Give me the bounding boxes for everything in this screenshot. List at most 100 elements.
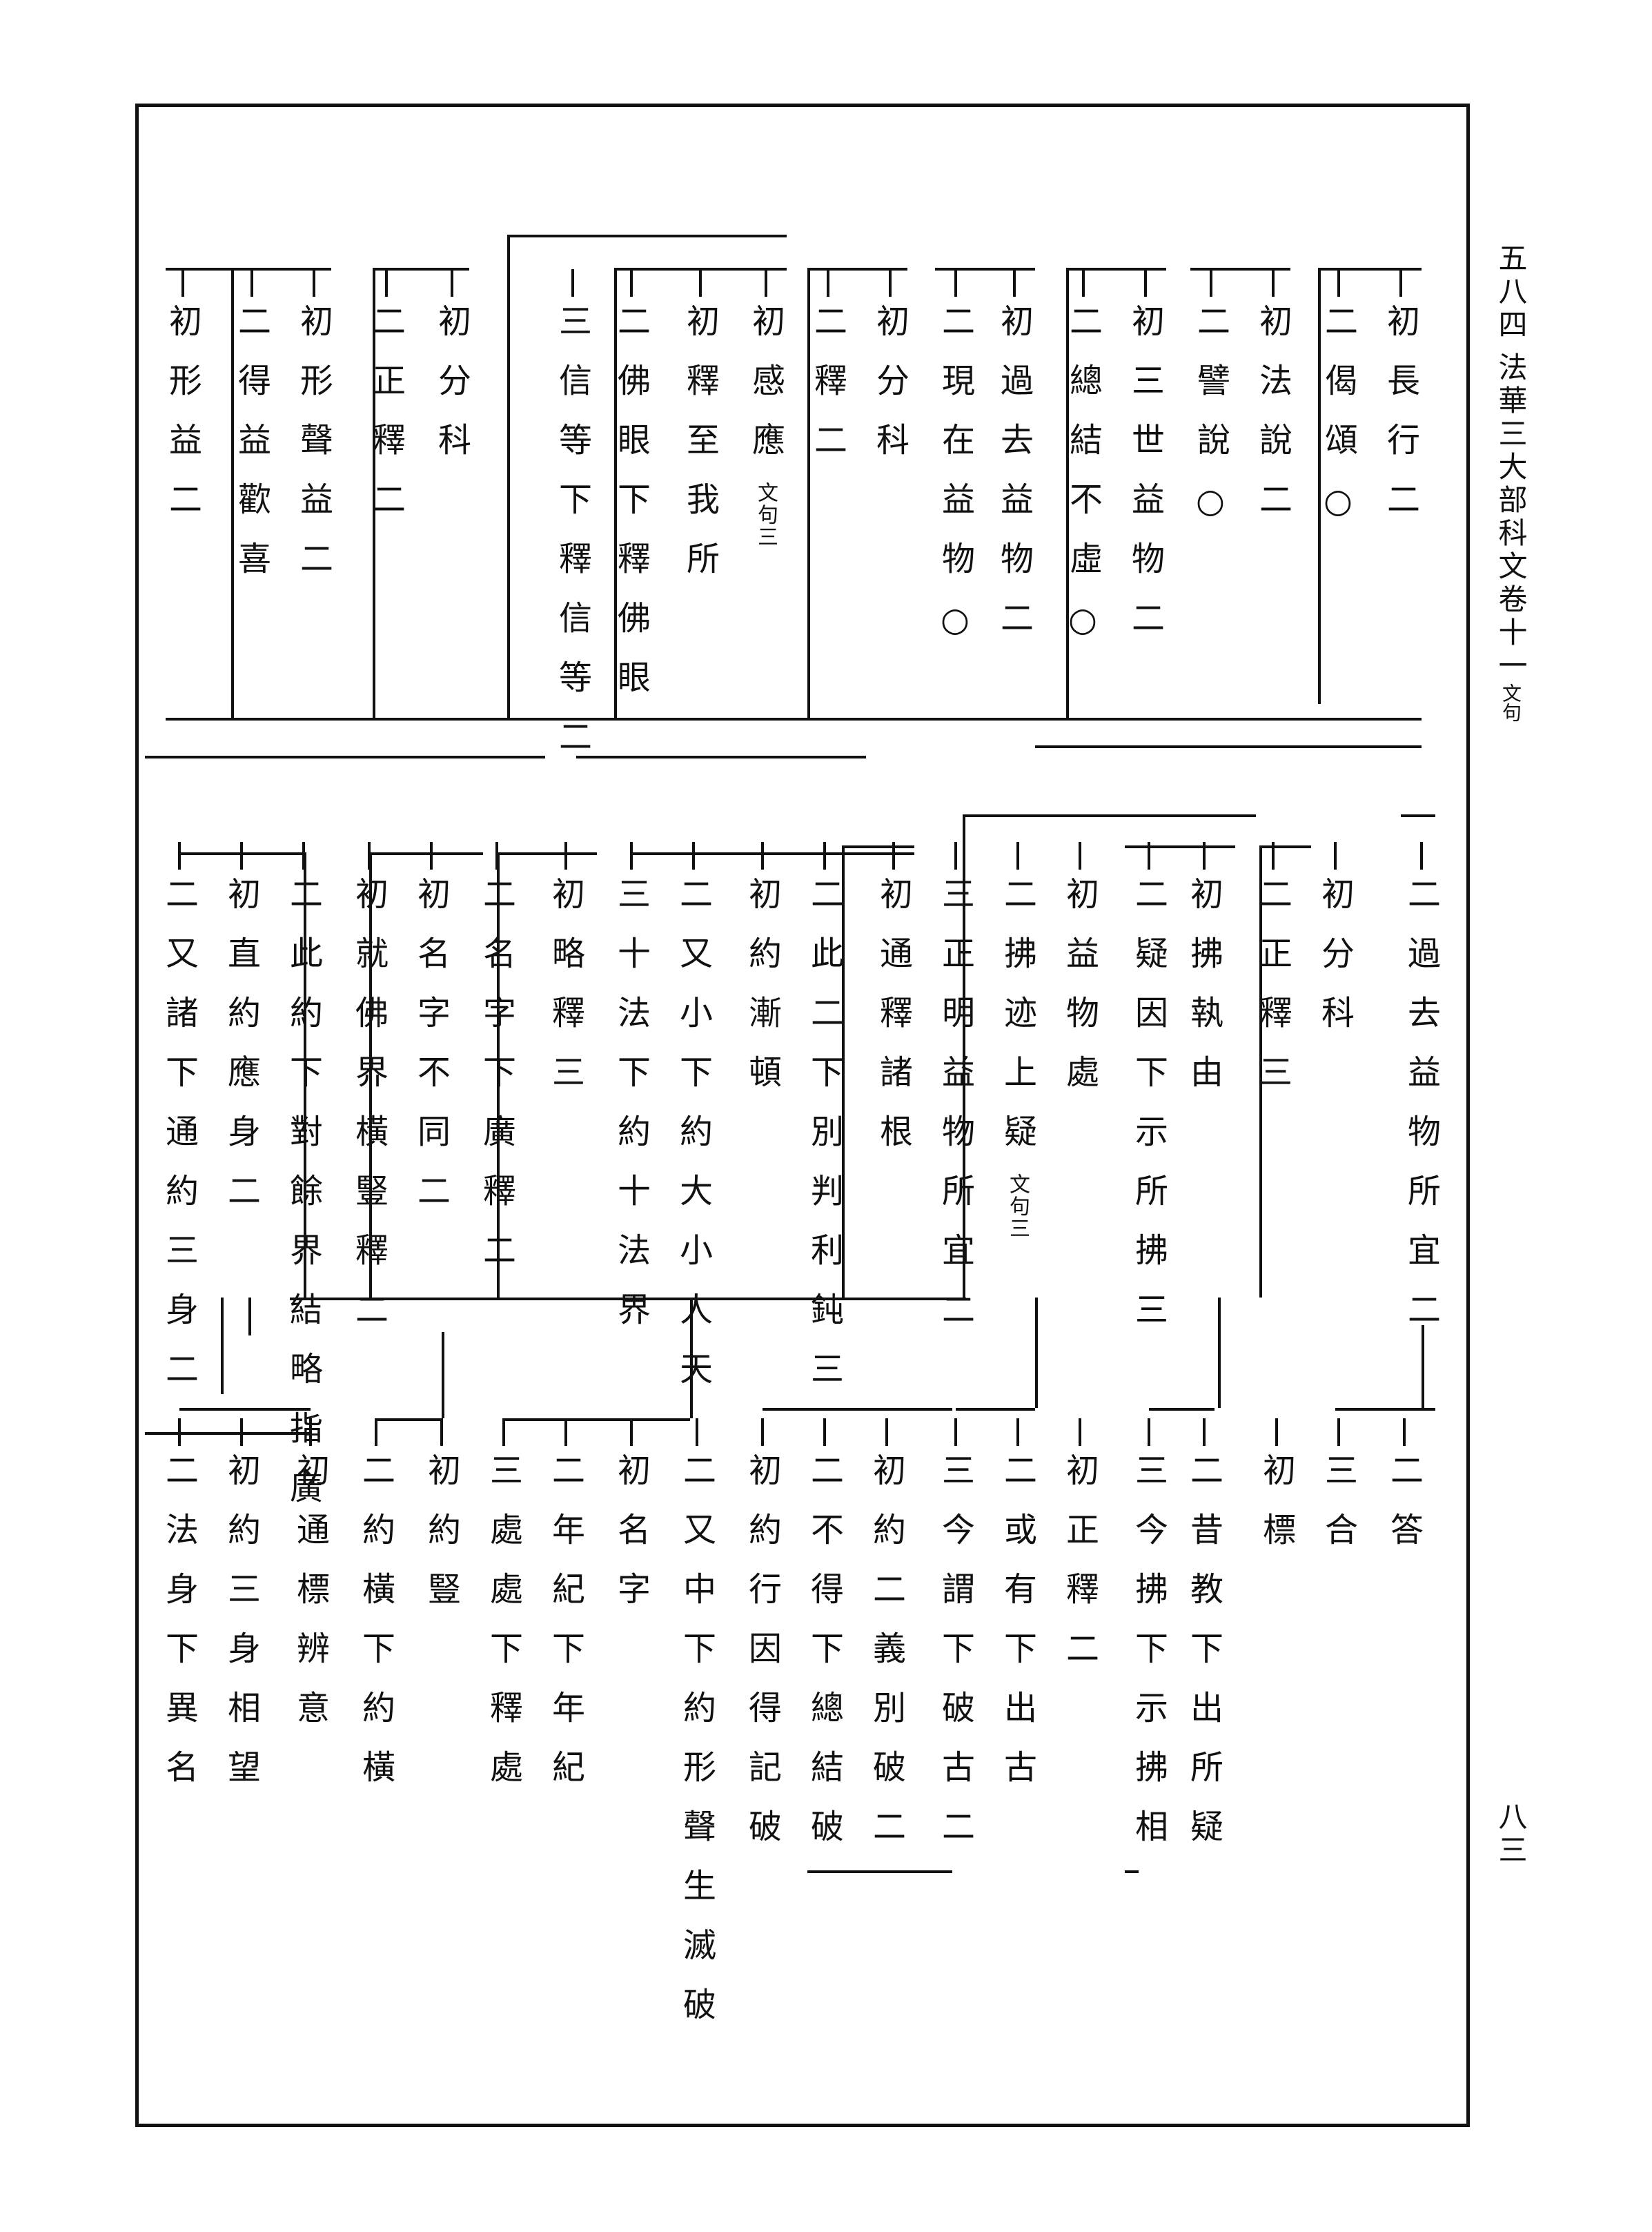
bracket-stem — [373, 268, 375, 718]
tree-tick — [1016, 842, 1019, 870]
bracket-line — [956, 1408, 1035, 1411]
bracket-line — [179, 1408, 311, 1411]
band2-node: 初約漸頓 — [743, 877, 781, 1114]
node-text: 二又小下約大小人天 — [673, 877, 712, 1411]
tree-tick — [1275, 1418, 1278, 1446]
bracket-line — [231, 268, 331, 271]
tree-tick — [696, 1418, 698, 1446]
tree-tick — [1082, 269, 1085, 297]
bracket-line — [631, 852, 914, 855]
node-text: 初就佛界橫豎釋二 — [349, 877, 388, 1351]
tree-tick — [240, 842, 243, 870]
node-text: 二過去益物所宜二 — [1402, 877, 1440, 1351]
node-text: 二昔教下出所疑 — [1184, 1453, 1223, 1868]
tree-tick — [250, 269, 253, 297]
band2-node: 二此二下別判利鈍三 — [805, 877, 843, 1411]
bracket-line — [935, 268, 1035, 271]
node-text: 初法說二 — [1253, 304, 1292, 541]
node-text: 初標 — [1257, 1453, 1295, 1572]
node-text: 初約三身相望 — [222, 1453, 260, 1809]
bracket-line — [1149, 1408, 1215, 1411]
band2-node: 初略釋三 — [546, 877, 584, 1114]
band1-node: 初釋至我所 — [680, 304, 719, 600]
band1-node: 初形益二 — [163, 304, 201, 541]
tree-tick — [761, 1418, 764, 1446]
band2-node: 初直約應身二 — [222, 877, 260, 1233]
bracket-line — [807, 1870, 952, 1873]
bracket-line — [290, 1298, 966, 1300]
band2-node: 初通釋諸根 — [874, 877, 912, 1173]
bracket-stem — [690, 1298, 693, 1418]
tree-tick — [309, 1418, 312, 1446]
bracket-stem — [614, 268, 617, 718]
node-text: 初釋至我所 — [680, 304, 719, 600]
band2-node: 二拂迹上疑文句三 — [998, 877, 1036, 1240]
bracket-stem — [231, 268, 234, 718]
band1-node: 初法說二 — [1253, 304, 1292, 541]
header-title-text: 法華三大部科文卷十一 — [1494, 352, 1528, 683]
node-text: 三今拂下示拂相 — [1129, 1453, 1168, 1868]
tree-tick — [385, 269, 388, 297]
tree-tick — [1337, 1418, 1340, 1446]
bracket-stem — [807, 268, 810, 718]
bracket-stem — [1218, 1298, 1221, 1408]
tree-tick — [823, 1418, 826, 1446]
node-text: 初約行因得記破 — [743, 1453, 781, 1868]
tree-tick — [1334, 842, 1337, 870]
tree-tick — [1272, 269, 1275, 297]
tree-tick — [630, 1418, 633, 1446]
bracket-line — [1125, 1870, 1139, 1873]
band1-node: 初感應文句三 — [746, 304, 785, 548]
bracket-line — [376, 1418, 442, 1421]
bracket-line — [1190, 268, 1290, 271]
band2-node: 初就佛界橫豎釋二 — [349, 877, 388, 1351]
bracket-line — [145, 756, 545, 758]
node-text: 二又中下約形聲生滅破 — [677, 1453, 716, 2046]
node-text: 二釋二 — [808, 304, 847, 482]
band3-node: 初正釋二 — [1060, 1453, 1099, 1690]
bracket-stem — [1422, 1325, 1424, 1408]
node-text: 二此二下別判利鈍三 — [805, 877, 843, 1411]
band2-node: 初益物處 — [1060, 877, 1099, 1114]
bracket-line — [1318, 268, 1422, 271]
bracket-line — [1125, 845, 1235, 848]
tree-tick — [1337, 269, 1340, 297]
node-text: 二答 — [1384, 1453, 1423, 1572]
band3-node: 三今謂下破古二 — [936, 1453, 974, 1868]
node-text: 二或有下出古 — [998, 1453, 1036, 1809]
band2-node: 二疑因下示所拂三 — [1129, 877, 1168, 1351]
node-suffix: 文句三 — [754, 482, 778, 548]
tree-tick — [889, 269, 892, 297]
bracket-line — [166, 718, 1422, 721]
band1-node: 初三世益物二 — [1125, 304, 1164, 660]
band1-node: 二佛眼下釋佛眼 — [611, 304, 650, 719]
band1-node: 初過去益物二 — [994, 304, 1033, 660]
band2-node: 初名字不同二 — [411, 877, 450, 1233]
tree-tick — [451, 269, 453, 297]
bracket-line — [145, 1432, 311, 1435]
node-text: 三正明益物所宜二 — [936, 877, 974, 1351]
bracket-line — [373, 268, 469, 271]
band2-node: 初分科 — [1315, 877, 1354, 1055]
footer-page-number: 八三 — [1494, 1801, 1528, 1868]
tree-tick — [564, 1418, 567, 1446]
band2-node: 二又小下約大小人天 — [673, 877, 712, 1411]
bracket-stem — [1035, 1298, 1038, 1408]
band3-node: 初約三身相望 — [222, 1453, 260, 1809]
tree-tick — [823, 842, 826, 870]
node-text: 初益物處 — [1060, 877, 1099, 1114]
tree-tick — [827, 269, 829, 297]
node-text: 二總結不虛○ — [1063, 304, 1102, 665]
bracket-line — [166, 268, 235, 271]
tree-tick — [502, 1418, 505, 1446]
tree-tick — [1148, 1418, 1150, 1446]
header-title: 法華三大部科文卷十一文句 — [1494, 352, 1528, 722]
node-text: 初長行二 — [1381, 304, 1419, 541]
tree-tick — [1420, 842, 1423, 870]
tree-tick — [178, 842, 181, 870]
bracket-line — [504, 1418, 690, 1421]
bracket-stem — [304, 852, 306, 1298]
node-text: 二年紀下年紀 — [546, 1453, 584, 1809]
bracket-stem — [248, 1298, 251, 1335]
